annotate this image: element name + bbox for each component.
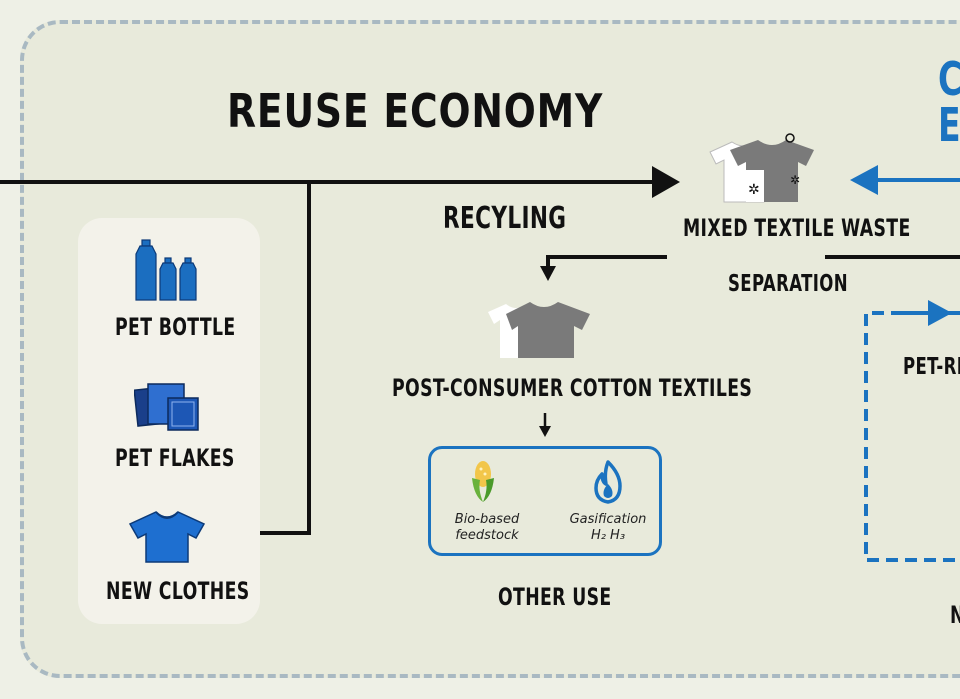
- corn-icon: [472, 461, 494, 502]
- cotton-tshirts-icon: [488, 302, 590, 358]
- other-use-label: OTHER USE: [498, 583, 612, 611]
- blue-arrow-right: [928, 300, 952, 326]
- reuse-economy-title: REUSE ECONOMY: [227, 84, 604, 138]
- arrow-to-other-use: [539, 426, 551, 437]
- arrow-to-mixed-waste: [652, 166, 680, 198]
- pet-rich-dashed-box: [864, 311, 960, 562]
- mixed-waste-label: MIXED TEXTILE WASTE: [683, 214, 911, 242]
- right-cut-label: N: [950, 601, 960, 629]
- bottles-icon: [135, 239, 197, 301]
- pet-flakes-label: PET FLAKES: [115, 444, 235, 472]
- new-clothes-label: NEW CLOTHES: [106, 577, 250, 605]
- svg-text:✲: ✲: [748, 182, 760, 198]
- post-consumer-label: POST-CONSUMER COTTON TEXTILES: [392, 374, 753, 402]
- pet-rich-label: PET-RI: [903, 354, 960, 380]
- arrow-to-cotton: [540, 266, 556, 281]
- separation-left-line: [546, 255, 667, 270]
- tshirt-icon: [128, 511, 206, 563]
- blue-arrow-left: [850, 165, 878, 195]
- flame-icon: [594, 460, 622, 504]
- recycling-label: RECYLING: [443, 201, 567, 236]
- separation-label: SEPARATION: [728, 271, 848, 297]
- other-use-box: [428, 446, 662, 556]
- right-title-line2: E: [938, 98, 960, 152]
- flakes-icon: [134, 383, 199, 431]
- svg-text:✲: ✲: [790, 173, 800, 187]
- mixed-tshirts-icon: ✲ ✲: [709, 133, 814, 203]
- right-title-line1: C: [938, 52, 960, 106]
- pet-bottle-label: PET BOTTLE: [115, 313, 236, 341]
